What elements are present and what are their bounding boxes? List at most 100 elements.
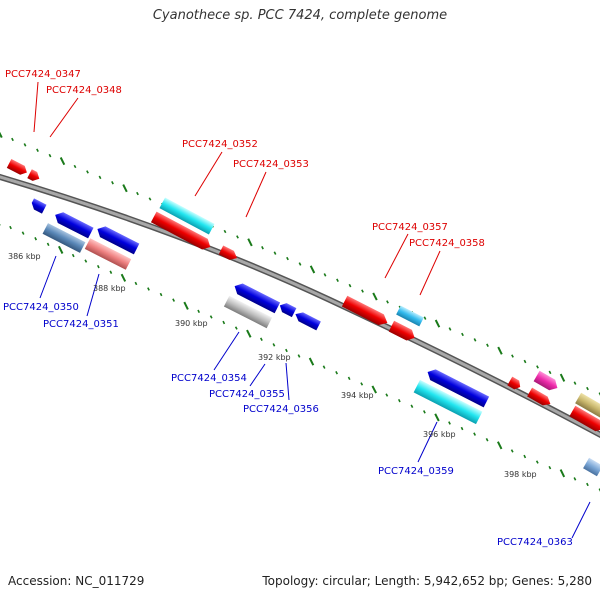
minor-tick [386, 300, 389, 304]
gene-feature[interactable] [388, 320, 418, 343]
gene-feature[interactable] [29, 198, 47, 214]
scale-label: 392 kbp [258, 353, 291, 362]
major-tick [559, 469, 566, 478]
reverse-genes [29, 198, 600, 477]
gene-feature[interactable] [425, 367, 490, 408]
minor-tick [336, 278, 339, 282]
gene-label[interactable]: PCC7424_0355 [209, 389, 285, 400]
gene-label[interactable]: PCC7424_0358 [409, 238, 485, 249]
gene-feature[interactable] [341, 295, 390, 328]
gene-feature[interactable] [27, 169, 41, 183]
major-tick [247, 238, 253, 247]
major-tick [372, 292, 378, 301]
minor-tick [36, 148, 39, 152]
minor-tick [586, 386, 589, 391]
map-title: Cyanothece sp. PCC 7424, complete genome [152, 8, 448, 23]
gene-feature[interactable] [159, 197, 215, 235]
minor-tick [46, 242, 50, 247]
minor-tick [511, 354, 514, 358]
major-tick [371, 385, 377, 394]
major-tick [120, 273, 127, 282]
minor-tick [34, 237, 38, 241]
gene-feature[interactable] [396, 305, 424, 327]
major-tick [122, 184, 128, 193]
minor-tick [23, 143, 27, 147]
minor-tick [159, 292, 163, 297]
gene-feature[interactable] [223, 295, 273, 329]
gene-label[interactable]: PCC7424_0359 [378, 466, 454, 477]
minor-tick [510, 449, 514, 453]
gene-feature[interactable] [293, 310, 321, 331]
gene-label[interactable]: PCC7424_0357 [372, 222, 448, 233]
major-tick [0, 131, 3, 139]
minor-tick [147, 287, 150, 291]
minor-tick [523, 454, 527, 459]
scale-labels: 386 kbp 388 kbp 390 kbp 392 kbp 394 kbp … [8, 252, 537, 479]
minor-tick [209, 315, 213, 319]
gene-feature[interactable] [232, 281, 281, 314]
minor-tick [73, 164, 77, 169]
gene-feature[interactable] [278, 301, 297, 318]
minor-tick [323, 273, 327, 277]
gene-feature[interactable] [569, 405, 600, 434]
scale-label: 390 kbp [175, 319, 208, 328]
gene-feature[interactable] [533, 370, 561, 393]
gene-label[interactable]: PCC7424_0353 [233, 159, 309, 170]
minor-tick [71, 253, 75, 258]
minor-tick [111, 181, 114, 185]
outer-tick-ring [0, 131, 600, 396]
gene-label[interactable]: PCC7424_0356 [243, 404, 319, 415]
scale-label: 398 kbp [504, 470, 537, 479]
gene-feature[interactable] [527, 387, 553, 409]
gene-label[interactable]: PCC7424_0347 [5, 69, 81, 80]
gene-label[interactable]: PCC7424_0363 [497, 537, 573, 548]
major-tick [434, 319, 441, 328]
gene-feature[interactable] [150, 211, 213, 253]
gene-feature[interactable] [218, 245, 240, 262]
minor-tick [136, 191, 139, 196]
minor-tick [298, 262, 302, 266]
gene-feature[interactable] [413, 379, 483, 425]
minor-tick [348, 283, 352, 288]
gene-feature[interactable] [84, 238, 132, 270]
gene-feature[interactable] [507, 376, 522, 392]
inner-tick-ring [0, 223, 600, 492]
minor-tick [223, 229, 227, 234]
major-tick [246, 329, 252, 338]
major-tick [183, 301, 189, 310]
minor-tick [272, 343, 276, 347]
gene-feature[interactable] [583, 457, 600, 477]
minor-tick [535, 460, 539, 464]
gene-feature[interactable] [42, 223, 86, 253]
major-tick [497, 346, 503, 355]
minor-tick [222, 320, 226, 325]
minor-tick [460, 426, 464, 431]
minor-tick [86, 170, 89, 174]
gene-feature[interactable] [52, 210, 94, 239]
minor-tick [360, 382, 364, 386]
minor-tick [586, 482, 589, 487]
gene-feature[interactable] [95, 224, 140, 255]
major-tick [59, 157, 66, 166]
minor-tick [536, 365, 539, 369]
scale-label: 394 kbp [341, 391, 374, 400]
minor-tick [84, 259, 88, 263]
accession-text: Accession: NC_011729 [8, 574, 145, 588]
major-tick [308, 357, 315, 366]
minor-tick [286, 256, 289, 261]
gene-label[interactable]: PCC7424_0354 [171, 373, 247, 384]
gene-label[interactable]: PCC7424_0351 [43, 319, 119, 330]
minor-tick [573, 477, 577, 481]
gene-feature[interactable] [575, 392, 600, 420]
minor-tick [109, 270, 113, 274]
gene-label[interactable]: PCC7424_0348 [46, 85, 122, 96]
minor-tick [21, 231, 25, 235]
forward-genes [6, 159, 600, 434]
gene-feature[interactable] [6, 159, 29, 177]
minor-tick [573, 381, 577, 385]
gene-label[interactable]: PCC7424_0352 [182, 139, 258, 150]
gene-label[interactable]: PCC7424_0350 [3, 302, 79, 313]
minor-tick [259, 337, 263, 341]
